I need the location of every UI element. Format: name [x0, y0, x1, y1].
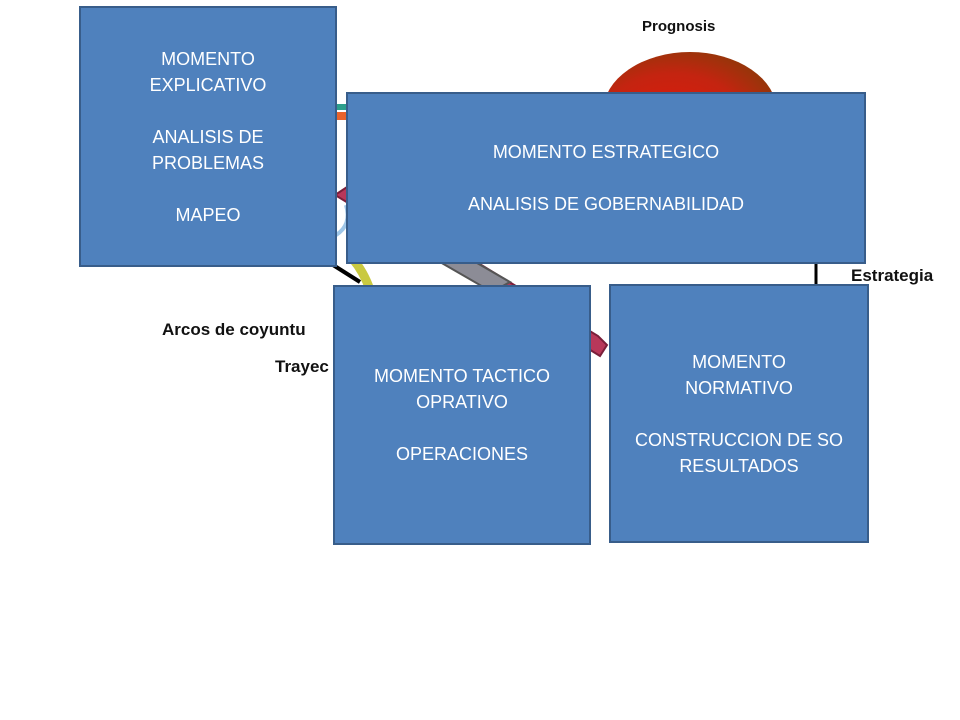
box-momento-estrategico: MOMENTO ESTRATEGICO ANALISIS DE GOBERNAB… [346, 92, 866, 264]
box-momento-estrategico-text: MOMENTO ESTRATEGICO ANALISIS DE GOBERNAB… [467, 142, 745, 214]
box-momento-normativo: MOMENTO NORMATIVO CONSTRUCCION DE SO RES… [609, 284, 869, 543]
orange-bar [330, 112, 358, 120]
estrategia-label: Estrategia [851, 266, 934, 285]
box-momento-explicativo-text: MOMENTO EXPLICATIVO ANALISIS DE PROBLEMA… [149, 48, 267, 225]
box-momento-explicativo: MOMENTO EXPLICATIVO ANALISIS DE PROBLEMA… [79, 6, 337, 267]
trayectoria-label: Trayec [275, 357, 329, 376]
box-momento-tactico-text: MOMENTO TACTICO OPRATIVO OPERACIONES [373, 366, 550, 464]
box-momento-normativo-text: MOMENTO NORMATIVO CONSTRUCCION DE SO RES… [634, 351, 843, 476]
prognosis-label: Prognosis [642, 18, 716, 35]
arcos-label: Arcos de coyuntu [162, 320, 306, 339]
teal-bar [330, 104, 358, 110]
box-momento-tactico: MOMENTO TACTICO OPRATIVO OPERACIONES [333, 285, 591, 545]
